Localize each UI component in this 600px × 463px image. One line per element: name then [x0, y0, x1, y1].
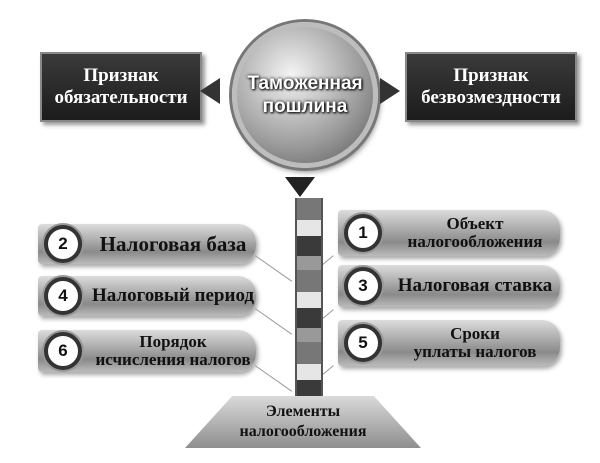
center-line2: пошлина — [262, 96, 348, 117]
base-line2: налогообложения — [239, 423, 367, 440]
element-label-line2: налогообложения — [407, 232, 543, 251]
element-card-4: 4 Налоговый период — [38, 276, 256, 316]
obligation-line1: Признак — [83, 65, 159, 86]
arrow-down-icon — [285, 177, 315, 197]
gratuitousness-line1: Признак — [453, 65, 529, 86]
number-badge: 3 — [344, 267, 382, 305]
element-label: Налоговая база — [99, 231, 247, 256]
gratuitousness-line2: безвозмездности — [421, 87, 561, 108]
element-label: Налоговый период — [91, 285, 255, 306]
connector — [254, 365, 293, 392]
base-line1: Элементы — [265, 403, 341, 420]
element-card-3: 3 Налоговая ставка — [338, 265, 560, 307]
arrow-left-icon — [200, 78, 220, 104]
center-line1: Таможенная — [247, 73, 363, 94]
obligation-line2: обязательности — [54, 87, 188, 108]
element-card-2: 2 Налоговая база — [38, 224, 256, 264]
number-badge: 5 — [344, 324, 382, 362]
element-label-line2: исчисления налогов — [95, 350, 251, 369]
number-badge: 4 — [44, 277, 82, 315]
element-label-line1: Объект — [446, 214, 504, 233]
connector — [254, 308, 293, 335]
element-label-line2: уплаты налогов — [413, 342, 537, 361]
number-badge: 6 — [44, 332, 82, 370]
arrow-right-icon — [380, 78, 400, 104]
element-label-line1: Порядок — [139, 332, 207, 351]
element-label-line1: Сроки — [450, 324, 500, 343]
pole — [295, 198, 323, 408]
tax-elements-base: Элементы налогообложения — [185, 396, 421, 448]
connector — [254, 255, 293, 282]
number-badge: 2 — [44, 225, 82, 263]
number-badge: 1 — [344, 214, 382, 252]
element-label: Налоговая ставка — [397, 275, 553, 296]
